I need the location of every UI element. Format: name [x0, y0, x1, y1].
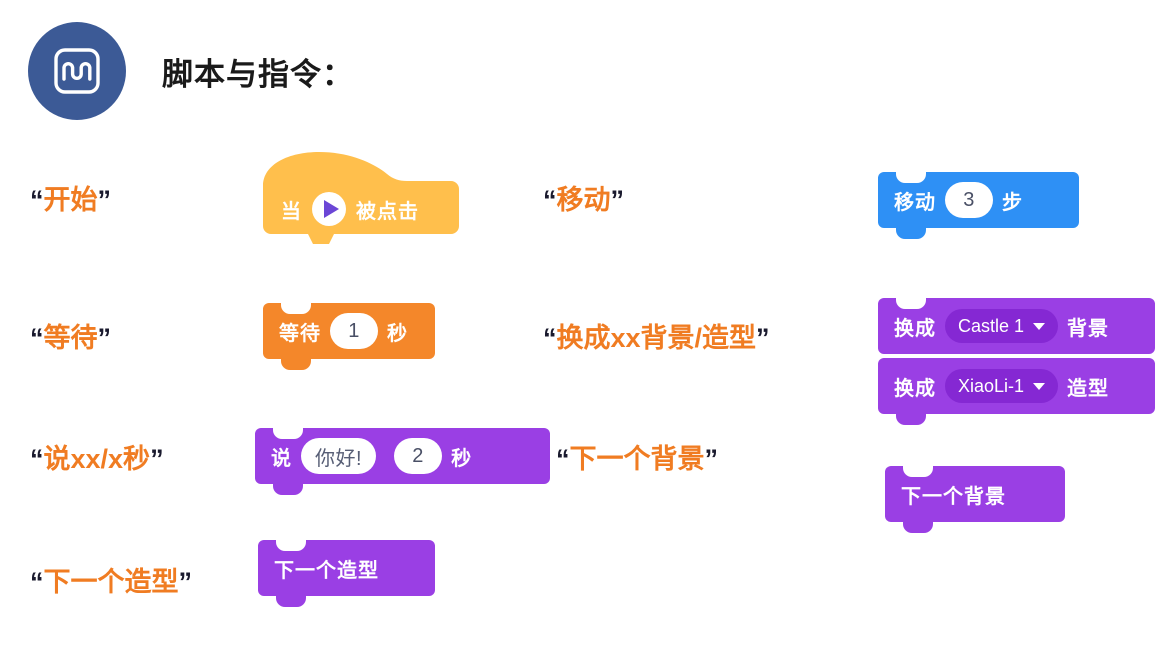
say-for-seconds-block[interactable]: 说 你好! 2 秒 [255, 428, 550, 495]
quote-close: ” [97, 323, 112, 353]
caption-start: “开始” [30, 178, 111, 217]
when-flag-clicked-row: 当 被点击 [263, 186, 459, 232]
say-seconds-input[interactable]: 2 [394, 438, 443, 474]
quote-open: “ [543, 185, 557, 215]
caption-switch-text: 换成xx背景/造型 [556, 323, 757, 353]
page-title: 脚本与指令： [162, 56, 354, 92]
next-backdrop-block[interactable]: 下一个背景 [885, 466, 1065, 533]
quote-close: ” [150, 444, 164, 474]
when-flag-prefix-label: 当 [281, 200, 302, 223]
switch-costume-dropdown-value: XiaoLi-1 [958, 375, 1025, 396]
caption-next-backdrop: “下一个背景” [556, 437, 718, 476]
caption-move: “移动” [543, 178, 624, 217]
switch-backdrop-prefix-label: 换成 [894, 317, 936, 340]
chevron-down-icon [1033, 382, 1046, 390]
green-flag-icon [312, 192, 346, 226]
quote-close: ” [97, 185, 112, 215]
switch-costume-block[interactable]: 换成 XiaoLi-1 造型 [878, 358, 1155, 425]
quote-close: ” [756, 323, 770, 353]
wait-prefix-label: 等待 [279, 322, 321, 345]
move-suffix-label: 步 [1002, 191, 1023, 214]
header: 脚本与指令： [28, 22, 354, 120]
next-backdrop-label: 下一个背景 [901, 485, 1006, 508]
caption-next-backdrop-text: 下一个背景 [569, 444, 705, 474]
quote-open: “ [556, 444, 570, 474]
caption-next-costume: “下一个造型” [30, 560, 192, 599]
switch-costume-dropdown[interactable]: XiaoLi-1 [945, 369, 1059, 403]
caption-wait-text: 等待 [43, 323, 98, 353]
chevron-down-icon [1033, 322, 1046, 330]
move-steps-block[interactable]: 移动 3 步 [878, 172, 1079, 239]
say-message-input[interactable]: 你好! [301, 438, 377, 474]
next-costume-block[interactable]: 下一个造型 [258, 540, 435, 607]
quote-close: ” [704, 444, 719, 474]
switch-backdrop-suffix-label: 背景 [1067, 317, 1110, 340]
green-flag-triangle [323, 200, 339, 218]
move-prefix-label: 移动 [894, 191, 936, 214]
switch-backdrop-dropdown[interactable]: Castle 1 [945, 309, 1059, 343]
caption-start-text: 开始 [43, 185, 98, 215]
next-costume-label: 下一个造型 [274, 559, 379, 582]
switch-costume-prefix-label: 换成 [894, 377, 936, 400]
quote-open: “ [30, 323, 44, 353]
wait-seconds-block[interactable]: 等待 1 秒 [263, 303, 435, 370]
switch-backdrop-block[interactable]: 换成 Castle 1 背景 [878, 298, 1155, 354]
wait-suffix-label: 秒 [387, 322, 408, 345]
caption-next-costume-text: 下一个造型 [43, 567, 179, 597]
caption-move-text: 移动 [556, 185, 611, 215]
caption-say-text: 说xx/x秒 [43, 444, 151, 474]
say-suffix-label: 秒 [451, 447, 473, 470]
quote-close: ” [178, 567, 193, 597]
wait-seconds-input[interactable]: 1 [330, 313, 378, 349]
caption-wait: “等待” [30, 316, 111, 355]
say-prefix-label: 说 [271, 447, 292, 470]
quote-open: “ [543, 323, 557, 353]
switch-costume-suffix-label: 造型 [1067, 377, 1110, 400]
quote-open: “ [30, 444, 44, 474]
switch-backdrop-dropdown-value: Castle 1 [958, 315, 1025, 336]
quote-open: “ [30, 567, 44, 597]
waveform-square-icon [49, 43, 105, 99]
quote-open: “ [30, 185, 44, 215]
caption-say: “说xx/x秒” [30, 437, 164, 476]
move-steps-input[interactable]: 3 [945, 182, 993, 218]
badge-circle [28, 22, 126, 120]
when-flag-suffix-label: 被点击 [356, 200, 419, 223]
caption-switch: “换成xx背景/造型” [543, 316, 770, 355]
when-green-flag-clicked-block[interactable]: 当 被点击 [263, 150, 459, 252]
quote-close: ” [610, 185, 625, 215]
